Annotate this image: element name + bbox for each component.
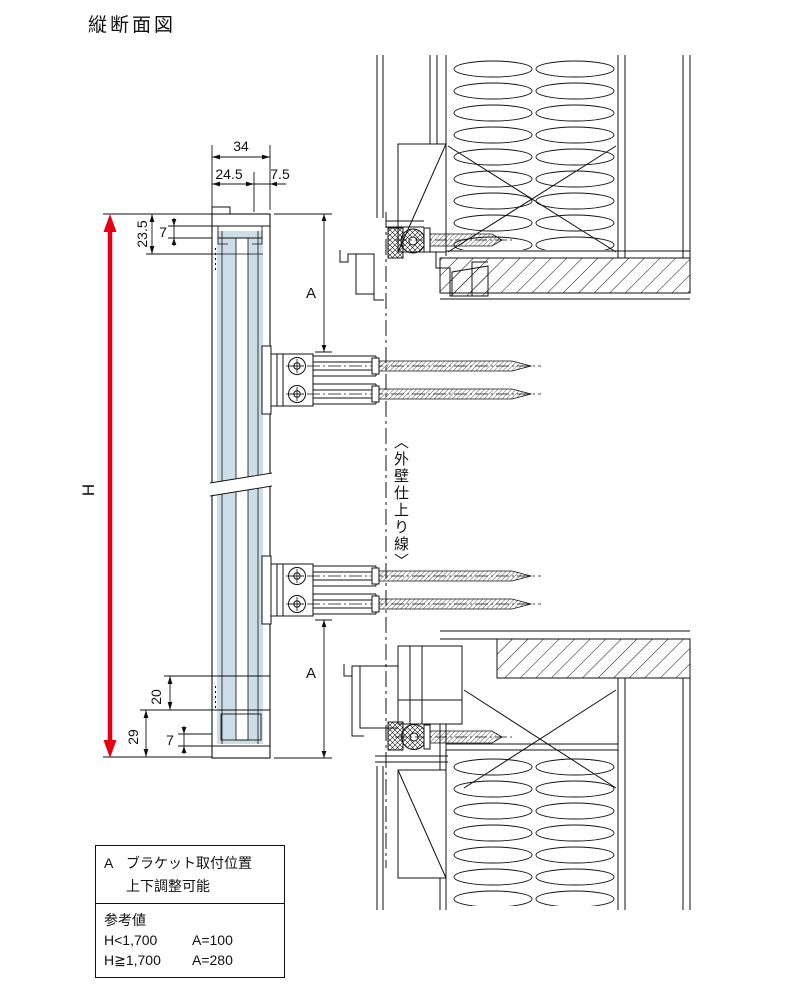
dim-top-total: 34 bbox=[233, 138, 249, 154]
upper-head-assembly bbox=[339, 220, 512, 301]
dim-lower-left-upper: 20 bbox=[148, 689, 164, 705]
upper-insulation bbox=[452, 58, 616, 250]
legend-ref-cond-1: H<1,700 bbox=[104, 931, 158, 948]
legend-a-symbol: A bbox=[104, 855, 114, 871]
dim-lower-left-lower: 29 bbox=[125, 729, 141, 745]
bracket-screw-upper-2 bbox=[286, 385, 541, 403]
head-screw bbox=[395, 227, 512, 253]
wall-finish-line-label: 〈外壁仕上り線〉 bbox=[392, 434, 409, 570]
lower-wall-structure bbox=[376, 630, 691, 910]
bracket-screw-lower-1 bbox=[286, 567, 541, 585]
dim-bracket-bottom: A bbox=[306, 665, 316, 682]
legend-ref-val-2: A=280 bbox=[192, 952, 233, 969]
dimension-lines bbox=[103, 145, 332, 759]
lower-sill-hatched-band bbox=[496, 638, 691, 679]
dim-bracket-top: A bbox=[306, 285, 316, 302]
height-dimension-arrow bbox=[103, 214, 117, 758]
legend-a-description: ブラケット取付位置 bbox=[126, 855, 252, 871]
legend-bracket-note: A ブラケット取付位置 上下調整可能 bbox=[96, 846, 284, 904]
legend-box: A ブラケット取付位置 上下調整可能 参考値 H<1,700 A=100 H≧1… bbox=[95, 845, 285, 979]
legend-ref-title: 参考値 bbox=[104, 911, 146, 928]
legend-ref-row-1: H<1,700 A=100 bbox=[104, 930, 276, 950]
profile-break-mark bbox=[209, 472, 273, 497]
legend-ref-row-2: H≧1,700 A=280 bbox=[104, 950, 276, 970]
upper-wall-structure bbox=[376, 55, 691, 300]
sill-packing-block bbox=[387, 721, 404, 751]
drawing-title: 縦断面図 bbox=[88, 15, 177, 36]
legend-ref-val-1: A=100 bbox=[192, 931, 233, 948]
sill-screw bbox=[395, 724, 512, 750]
dimension-labels: 34 24.5 7.5 23.5 7 H 20 29 7 A A bbox=[79, 138, 316, 748]
bracket-screw-upper-1 bbox=[286, 357, 541, 375]
upper-bracket bbox=[261, 345, 541, 415]
lower-bracket bbox=[261, 555, 541, 625]
screen-profile bbox=[209, 206, 273, 759]
lower-sill-assembly bbox=[343, 645, 512, 763]
dim-top-sub-right: 7.5 bbox=[270, 166, 290, 182]
dim-top-sub-left: 24.5 bbox=[215, 166, 242, 182]
dim-upper-left-outer: 23.5 bbox=[134, 220, 150, 247]
bracket-screw-lower-2 bbox=[286, 595, 541, 613]
lower-insulation bbox=[452, 756, 616, 906]
dim-arrowheads bbox=[143, 154, 327, 758]
dim-upper-left-inner: 7 bbox=[159, 224, 167, 240]
legend-reference-values: 参考値 H<1,700 A=100 H≧1,700 A=280 bbox=[96, 904, 284, 978]
legend-ref-cond-2: H≧1,700 bbox=[104, 952, 161, 969]
legend-a-description-2: 上下調整可能 bbox=[126, 878, 210, 895]
dim-overall-height: H bbox=[79, 484, 98, 496]
dim-lower-left-inner: 7 bbox=[166, 732, 174, 748]
